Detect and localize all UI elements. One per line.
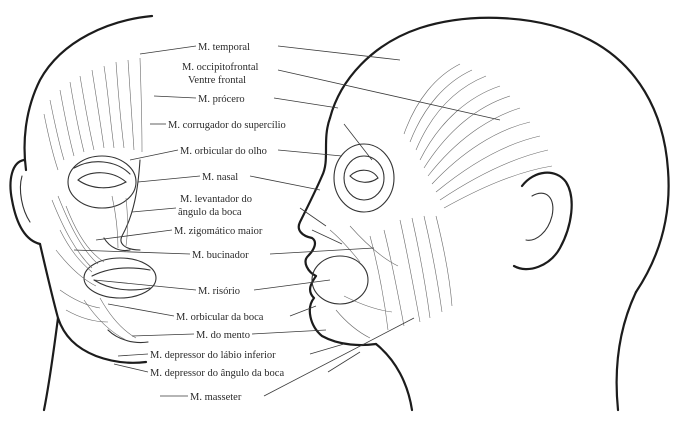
label-risorio: M. risório	[198, 286, 240, 297]
front-head-outline	[25, 16, 152, 170]
muscle-labels: M. temporal M. occipitofrontal Ventre fr…	[150, 42, 286, 403]
label-levantador-line1: M. levantador do	[180, 194, 252, 205]
label-zigomatico: M. zigomático maior	[174, 226, 263, 237]
label-orbicular-boca: M. orbicular da boca	[176, 312, 264, 323]
label-mento: M. do mento	[196, 330, 250, 341]
front-face-outline	[40, 244, 146, 363]
profile-temporal-fibers	[404, 64, 552, 208]
label-occipitofrontal: M. occipitofrontal	[182, 62, 258, 73]
label-depressor-labio: M. depressor do lábio inferior	[150, 350, 276, 361]
front-mouth	[92, 268, 150, 276]
label-depressor-angulo: M. depressor do ângulo da boca	[150, 368, 284, 379]
front-forehead-fibers	[44, 58, 142, 170]
label-bucinador: M. bucinador	[192, 250, 249, 261]
profile-ear	[514, 173, 572, 269]
leader-lines	[74, 46, 500, 396]
profile-neck-front	[376, 344, 412, 410]
profile-head-outline	[330, 18, 669, 292]
front-left-ear	[11, 160, 41, 244]
label-masseter: M. masseter	[190, 392, 242, 403]
front-neck	[44, 318, 58, 410]
profile-neck-back	[617, 292, 636, 410]
profile-face-outline	[299, 118, 376, 345]
label-temporal: M. temporal	[198, 42, 250, 53]
profile-mouth	[312, 256, 368, 304]
label-procero: M. prócero	[198, 94, 245, 105]
label-corrugador: M. corrugador do supercílio	[168, 120, 286, 131]
front-right-eye	[78, 173, 126, 188]
front-view-head	[11, 16, 157, 410]
label-levantador-line2: ângulo da boca	[178, 207, 242, 218]
profile-view-head	[299, 18, 669, 410]
label-orbicular-olho: M. orbicular do olho	[180, 146, 267, 157]
profile-cheek-fibers	[330, 216, 452, 338]
label-nasal: M. nasal	[202, 172, 238, 183]
label-ventre-frontal: Ventre frontal	[188, 75, 246, 86]
profile-eye	[350, 170, 378, 182]
